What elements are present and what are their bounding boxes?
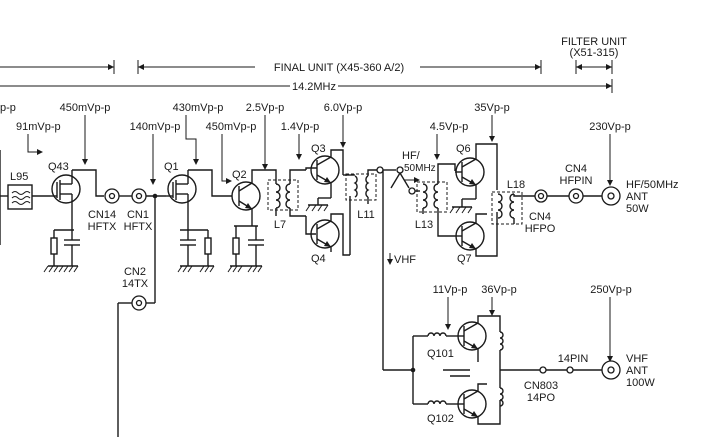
frequency-label: 14.2MHz bbox=[292, 81, 336, 93]
level-label: 450mVp-p bbox=[60, 102, 111, 114]
output-label-vhf-power: 100W bbox=[626, 377, 655, 389]
part-label-q1: Q1 bbox=[164, 161, 179, 173]
vhf-input-network bbox=[410, 332, 470, 405]
part-label-q6: Q6 bbox=[456, 143, 471, 155]
output-label-hf-power: 50W bbox=[626, 203, 649, 215]
connector-label-cn803: CN803 bbox=[524, 380, 558, 392]
fet-q43 bbox=[43, 169, 104, 273]
bjt-q3 bbox=[305, 149, 344, 212]
connector-label-cn2: CN2 bbox=[124, 266, 146, 278]
transformer-l7 bbox=[267, 167, 316, 235]
part-label-l7: L7 bbox=[274, 219, 286, 231]
connector-label-14pin: 14PIN bbox=[558, 353, 589, 365]
connector-label-cn4-in: CN4 bbox=[565, 163, 587, 175]
bjt-q4 bbox=[310, 213, 350, 256]
filter-unit-code: (X51-315) bbox=[570, 47, 619, 59]
unit-brackets bbox=[0, 60, 613, 93]
connector-label-cn1: CN1 bbox=[127, 209, 149, 221]
part-label-l11: L11 bbox=[357, 209, 375, 221]
level-label: 2.5Vp-p bbox=[246, 102, 285, 114]
part-label-l18: L18 bbox=[507, 179, 525, 191]
level-label: 91mVp-p bbox=[16, 121, 61, 133]
level-label: 1.4Vp-p bbox=[281, 121, 320, 133]
connector-label-cn803-sub: 14PO bbox=[527, 392, 556, 404]
connector-label-cn4-in-sub: HFPIN bbox=[560, 175, 593, 187]
output-label-hf: HF/50MHz bbox=[626, 179, 679, 191]
connector-cn14 bbox=[104, 188, 166, 437]
connector-label-cn14: CN14 bbox=[88, 209, 116, 221]
final-unit-label: FINAL UNIT (X45-360 A/2) bbox=[274, 62, 404, 74]
level-label: p-p bbox=[0, 102, 16, 114]
filter-unit-label: FILTER UNIT bbox=[561, 36, 627, 48]
level-label: 140mVp-p bbox=[130, 121, 181, 133]
connector-label-cn14-sub: HFTX bbox=[88, 221, 117, 233]
part-label-q102: Q102 bbox=[427, 413, 454, 425]
level-label: 6.0Vp-p bbox=[324, 102, 363, 114]
output-label-hf-ant: ANT bbox=[626, 191, 648, 203]
connector-label-cn4-out: CN4 bbox=[529, 211, 551, 223]
bjt-q7 bbox=[455, 212, 498, 257]
part-label-l95: L95 bbox=[10, 171, 28, 183]
connector-label-cn4-out-sub: HFPO bbox=[525, 223, 556, 235]
level-label: 36Vp-p bbox=[481, 284, 516, 296]
band-label-hf50-a: HF/ bbox=[402, 150, 421, 162]
output-label-vhf-ant: ANT bbox=[626, 365, 648, 377]
level-label: 35Vp-p bbox=[474, 102, 509, 114]
transformer-l18 bbox=[491, 191, 535, 225]
part-label-q7: Q7 bbox=[457, 253, 472, 265]
band-switch bbox=[382, 166, 420, 371]
part-label-q3: Q3 bbox=[311, 143, 326, 155]
vhf-output-path bbox=[539, 360, 621, 380]
part-label-q2: Q2 bbox=[232, 169, 247, 181]
level-label: 450mVp-p bbox=[206, 121, 257, 133]
bjt-q6 bbox=[449, 143, 498, 214]
bjt-q102 bbox=[457, 383, 501, 425]
level-label: 430mVp-p bbox=[173, 102, 224, 114]
vhf-output-transformer bbox=[499, 331, 541, 407]
connector-label-cn2-sub: 14TX bbox=[122, 278, 149, 290]
band-label-vhf: VHF bbox=[394, 254, 416, 266]
bjt-q101 bbox=[457, 315, 501, 362]
part-label-l13: L13 bbox=[415, 219, 433, 231]
bjt-q2 bbox=[227, 169, 268, 273]
filter-l95 bbox=[0, 150, 50, 245]
hf-output-path bbox=[534, 186, 621, 206]
level-label: 250Vp-p bbox=[590, 284, 632, 296]
output-label-vhf: VHF bbox=[626, 353, 648, 365]
fet-q1 bbox=[166, 169, 232, 273]
transformer-l13 bbox=[415, 163, 456, 237]
part-label-q43: Q43 bbox=[48, 161, 69, 173]
transformer-l11 bbox=[343, 166, 384, 255]
band-label-hf50-b: 50MHz bbox=[404, 163, 436, 174]
level-arrows bbox=[27, 115, 613, 362]
connector-label-cn1-sub: HFTX bbox=[124, 221, 153, 233]
part-label-q101: Q101 bbox=[427, 348, 454, 360]
level-label: 11Vp-p bbox=[433, 284, 468, 296]
level-label: 230Vp-p bbox=[589, 121, 631, 133]
level-label: 4.5Vp-p bbox=[430, 121, 469, 133]
part-label-q4: Q4 bbox=[311, 253, 326, 265]
